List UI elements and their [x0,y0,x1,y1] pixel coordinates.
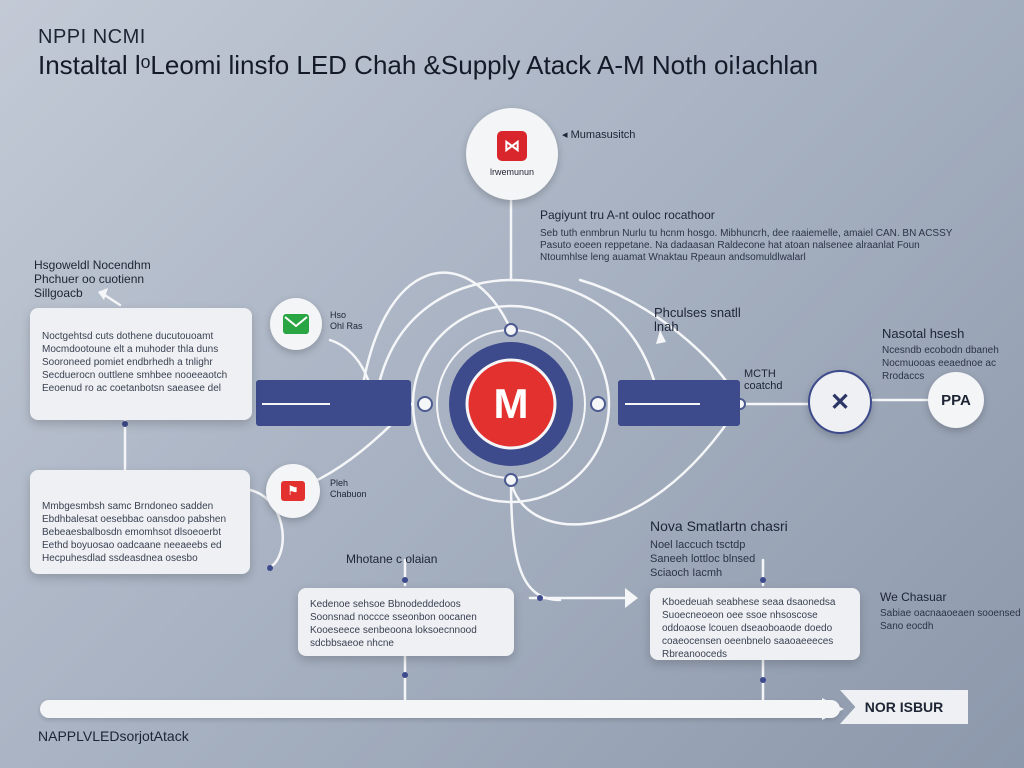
page-title: Instaltal lᵒLeomi linsfo LED Chah &Suppl… [38,50,819,80]
left-heading-line-3: Sillgoacb [34,286,83,300]
timeline-badge: NOR ISBUR [840,690,968,724]
left-card-2-line-2: Ebdhbalesat oesebbac oansdoo pabshen [42,514,227,525]
top-text-heading: Pagiyunt tru A-nt ouloc rocathoor [540,208,715,222]
mid-card-line-4: sdcbbsaeoe nhcne [310,638,394,649]
left-card-1: Noctgehtsd cuts dothene ducutouoamt Mocm… [30,308,252,420]
left-card-2: Mmbgesmbsh samc Brndoneo sadden Ebdhbale… [30,470,250,574]
right-heading-line-2: Nocmuooas eeaednoe ac [882,358,996,369]
green-node-label: Hso Ohl Ras [330,310,363,332]
right-heading: Nasotal hsesh Ncesndb ecobodn dbaneh Noc… [882,326,999,383]
far-right-line-1: Sabiae oacnaaoeaen sooensed [880,608,1021,619]
small-arrow-icon: ◂ [562,129,571,141]
timeline-arrow-icon [822,698,844,720]
right-mid-heading: Nova Smatlartn chasri [650,518,788,534]
mask-icon: ⋈ [497,131,527,161]
left-card-1-line-3: Sooroneed pomiet endbrhedh a tnlighr [42,357,213,368]
mid-card-line-1: Kedenoe sehsoe Bbnodeddedoos [310,599,461,610]
alert-icon: ⚑ [281,481,305,501]
top-node-side-label: ◂ Mumasusitch [562,129,636,141]
mail-icon [283,314,309,334]
far-right-heading: We Chasuar [880,590,947,604]
right-card-line-4: coaeocensen oeenbnelo saaoaeeeces [662,636,834,647]
top-text-line-3: Ntoumhlse leng auamat Wnaktau Rpeaun and… [540,252,806,263]
footer-text: NAPPLVLEDsorjotAtack [38,728,189,744]
center-node: M [467,370,555,438]
right-heading-small: Phculses snatll lnah [654,306,741,334]
red-node-label-2: Chabuon [330,489,367,499]
top-node-label: lrwemunun [489,167,535,177]
left-heading-line-1: Hsgoweldl Nocendhm [34,258,151,272]
red-node-label-1: Pleh [330,478,349,488]
right-card-line-5: Rbreanooceds [662,649,728,660]
top-text-line-1: Seb tuth enmbrun Nurlu tu hcnm hosgo. Mi… [540,228,953,239]
far-right-line-2: Sano eocdh [880,621,934,632]
right-heading-small-1: Phculses snatll [654,305,741,320]
right-heading-line-3: Rrodaccs [882,371,925,382]
right-heading-title: Nasotal hsesh [882,326,965,341]
left-card-2-line-1: Mmbgesmbsh samc Brndoneo sadden [42,501,214,512]
green-node-label-2: Ohl Ras [330,321,363,331]
right-mid-text: Nova Smatlartn chasri Noel laccuch tsctd… [650,518,788,580]
mid-card-line-3: Kooeseece senbeoona loksoecnnood [310,625,477,636]
right-card-line-1: Kboedeuah seabhese seaa dsaonedsa [662,597,836,608]
right-mid-line-3: Sciaoch Iacmh [650,567,723,579]
close-icon: ✕ [829,388,851,416]
red-node-label: Pleh Chabuon [330,478,367,500]
left-heading: Hsgoweldl Nocendhm Phchuer oo cuotienn S… [34,258,151,300]
left-card-1-line-4: Secduerocn outtlene smhbee nooeeaotch [42,370,228,381]
left-card-2-line-5: Hecpuhesdlad ssdeasdnea osesbo [42,553,198,564]
mid-card-line-2: Soonsnad noccce sseonbon oocanen [310,612,477,623]
right-card: Kboedeuah seabhese seaa dsaonedsa Suoecn… [650,588,860,660]
ppa-node: PPA [928,372,984,428]
left-card-1-line-5: Eeoenud ro ac coetanbotsn saeasee del [42,383,222,394]
top-text-line-2: Pasuto eoeen reppetane. Na dadaasan Rald… [540,240,920,251]
green-node-label-1: Hso [330,310,347,320]
left-card-1-line-1: Noctgehtsd cuts dothene ducutouoamt [42,331,214,342]
center-node-letter: M [493,380,529,427]
right-heading-line-1: Ncesndb ecobodn dbaneh [882,345,999,356]
top-node: ⋈ lrwemunun [466,108,558,200]
left-card-2-line-4: Eethd boyuosao oadcaane neeaeebs ed [42,540,222,551]
x-node: ✕ [808,370,872,434]
right-mid-line-1: Noel laccuch tsctdp [650,539,746,551]
far-right-text: We Chasuar Sabiae oacnaaoeaen sooensed S… [880,590,1021,633]
mid-label: Mhotane c olaian [346,552,438,566]
green-node [270,298,322,350]
right-mid-line-2: Saneeh lottloc blnsed [650,553,756,565]
right-card-line-3: oddoaose lcouen dseaoboaode doedo [662,623,833,634]
left-heading-line-2: Phchuer oo cuotienn [34,272,145,286]
bar-label: MCTH coatchd [744,368,783,392]
left-card-2-line-3: Bebeaesbalbosdn emomhsot dlsoeoerbt [42,527,222,538]
timeline-bar [40,700,840,718]
header-tag: NPPI NCMI [38,26,146,48]
mid-card: Kedenoe sehsoe Bbnodeddedoos Soonsnad no… [298,588,514,656]
bar-label-2: coatchd [744,380,783,392]
red-node: ⚑ [266,464,320,518]
right-heading-small-2: lnah [654,319,679,334]
bar-label-1: MCTH [744,368,776,380]
left-card-1-line-2: Mocmdootoune elt a muhoder thla duns [42,344,219,355]
right-card-line-2: Suoecneoeon oee ssoe nhsoscose [662,610,818,621]
ppa-label: PPA [941,391,971,409]
